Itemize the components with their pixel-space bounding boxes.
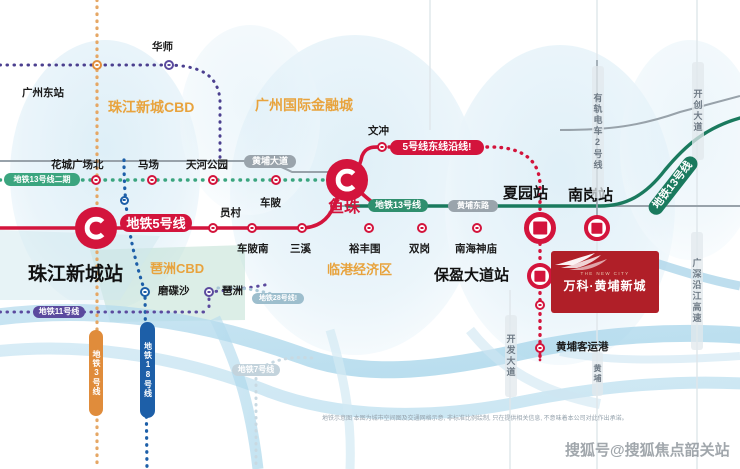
station-label: 车陂南 xyxy=(237,243,269,255)
line-badge[interactable]: 黄埔大道 xyxy=(244,155,296,168)
station-marker[interactable] xyxy=(297,223,307,233)
station-label: 员村 xyxy=(220,207,241,219)
line-badge[interactable]: 5号线东线沿线! xyxy=(390,140,484,155)
station-marker[interactable] xyxy=(364,223,374,233)
station-label: 珠江新城站 xyxy=(28,264,124,285)
station-label: 三溪 xyxy=(290,243,311,255)
line-badge[interactable]: 地铁11号线 xyxy=(33,306,85,318)
road-label: 广深沿江高速 xyxy=(691,232,703,350)
station-marker[interactable] xyxy=(140,287,150,297)
station-marker[interactable] xyxy=(91,175,101,185)
line-badge[interactable]: 地铁7号线 xyxy=(232,364,280,376)
station-marker[interactable] xyxy=(472,223,482,233)
station-label: 马场 xyxy=(138,159,159,171)
station-label: 文冲 xyxy=(368,125,389,137)
station-marker[interactable] xyxy=(535,300,545,310)
line-badge[interactable]: 黄埔东路 xyxy=(448,200,498,212)
road-label: 开创大道 xyxy=(692,62,704,160)
station-marker[interactable] xyxy=(523,211,557,245)
district-label: 广州国际金融城 xyxy=(255,97,353,113)
vertical-line-badge[interactable]: 地铁18号线 xyxy=(140,322,155,418)
station-label: 琶洲 xyxy=(222,285,243,297)
station-label: 保盈大道站 xyxy=(434,267,510,284)
station-label: 车陂 xyxy=(260,197,281,209)
station-label: 磨碟沙 xyxy=(158,285,190,297)
vertical-line-badge[interactable]: 地铁3号线 xyxy=(89,330,103,416)
map-disclaimer: 地铁示意图 本图为城市空间图及交通网格示意, 非标准比例绘制, 只在提供相关信息… xyxy=(322,416,628,422)
station-label: 夏园站 xyxy=(503,185,549,202)
station-label: 裕丰围 xyxy=(349,243,381,255)
line-badge[interactable]: 地铁5号线 xyxy=(120,214,192,232)
bird-logo-icon xyxy=(555,253,607,270)
station-marker[interactable] xyxy=(271,175,281,185)
station-marker[interactable] xyxy=(164,60,174,70)
station-label: 南岗站 xyxy=(568,187,614,204)
station-label: 双岗 xyxy=(409,243,430,255)
project-logo-box[interactable]: THE NEW CITY 万科·黄埔新城 xyxy=(551,251,659,313)
station-marker[interactable] xyxy=(208,175,218,185)
station-marker[interactable] xyxy=(583,214,611,242)
station-marker[interactable] xyxy=(535,343,545,353)
station-marker[interactable] xyxy=(417,223,427,233)
district-label: 临港经济区 xyxy=(327,262,393,277)
station-marker[interactable] xyxy=(247,223,257,233)
station-label: 广州东站 xyxy=(22,87,64,99)
station-label: 天河公园 xyxy=(186,159,228,171)
logo-title: 万科·黄埔新城 xyxy=(563,278,647,293)
station-label: 鱼珠 xyxy=(328,199,361,216)
station-marker[interactable] xyxy=(377,142,387,152)
line-badge[interactable]: 地铁13号线二期 xyxy=(4,173,80,186)
station-label: 黄埔客运港 xyxy=(556,341,609,353)
station-marker[interactable] xyxy=(204,287,214,297)
station-marker[interactable] xyxy=(326,159,368,201)
station-marker[interactable] xyxy=(75,207,117,249)
district-label: 琶洲CBD xyxy=(150,261,205,276)
road-label: 黄埔 xyxy=(592,352,603,396)
road-label: 开发大道 xyxy=(505,315,517,397)
logo-subtitle: THE NEW CITY xyxy=(580,270,630,276)
station-marker[interactable] xyxy=(208,223,218,233)
line-badge[interactable]: 地铁28号线! xyxy=(252,293,304,304)
watermark: 搜狐号@搜狐焦点韶关站 xyxy=(565,442,730,459)
road-label: 有轨电车2号线 xyxy=(592,66,604,198)
station-marker[interactable] xyxy=(526,262,554,290)
line-badge[interactable]: 地铁13号线 xyxy=(368,199,428,212)
district-label: 珠江新城CBD xyxy=(108,99,195,115)
station-marker[interactable] xyxy=(147,175,157,185)
station-marker[interactable] xyxy=(119,195,129,205)
station-label: 南海神庙 xyxy=(455,243,497,255)
station-label: 华师 xyxy=(152,41,173,53)
station-marker[interactable] xyxy=(92,60,102,70)
station-label: 花城广场北 xyxy=(51,159,104,171)
